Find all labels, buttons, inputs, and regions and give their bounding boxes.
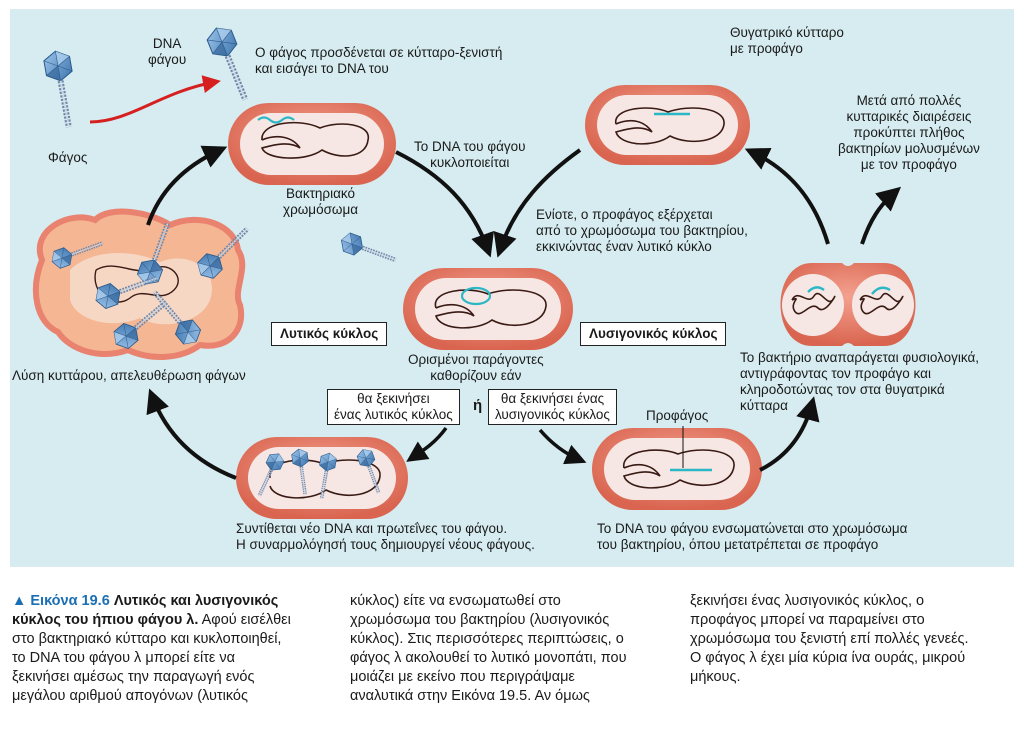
label-dna-phage: DNA φάγου (148, 36, 187, 67)
cell-circular-dna (403, 268, 573, 350)
label-bacterial-chromosome: Βακτηριακό χρωμόσωμα (283, 186, 359, 217)
cell-daughter-prophage (585, 85, 750, 165)
cell-infected (228, 103, 396, 185)
start-lytic-box: θα ξεκινήσει ένας λυτικός κύκλος (327, 389, 460, 425)
label-circularizes: Το DNA του φάγου κυκλοποιείται (414, 139, 526, 170)
caption-text-1: Αφού εισέλθει στο βακτηριακό κύτταρο και… (12, 612, 291, 704)
cell-prophage (592, 426, 762, 510)
arrow-many-divisions (860, 186, 902, 245)
arrow-division (744, 148, 830, 245)
label-reproduces: Το βακτήριο αναπαράγεται φυσιολογικά, αν… (740, 350, 980, 413)
arrow-excision (493, 148, 582, 258)
label-daughter-cell: Θυγατρικό κύτταρο με προφάγο (730, 25, 844, 56)
label-lysis: Λύση κυττάρου, απελευθέρωση φάγων (12, 368, 246, 383)
free-phage-icon (43, 49, 82, 129)
label-many-divisions: Μετά από πολλές κυτταρικές διαιρέσεις πρ… (838, 93, 980, 172)
arrow-to-lytic (406, 426, 448, 462)
label-attach: Ο φάγος προσδένεται σε κύτταρο-ξενιστή κ… (255, 45, 503, 76)
attached-phage-icon (204, 23, 257, 104)
injection-arrow (89, 75, 221, 124)
caption-col1: ▲ Εικόνα 19.6 Λυτικός και λυσιγονικός κύ… (12, 592, 330, 706)
arrow-new-phages-to-lysis (146, 388, 237, 480)
label-integration: Το DNA του φάγου ενσωματώνεται στο χρωμό… (597, 521, 908, 552)
lytic-cycle-box: Λυτικός κύκλος (271, 322, 388, 346)
cell-new-phages (236, 437, 408, 519)
cell-lysed (33, 208, 246, 360)
label-prophage: Προφάγος (646, 408, 709, 423)
start-lysogenic-box: θα ξεκινήσει ένας λυσιγονικός κύκλος (488, 389, 617, 425)
caption-col2: κύκλος) είτε να ενσωματωθεί στο χρωμόσωμ… (350, 593, 627, 704)
caption-col3: ξεκινήσει ένας λυσιγονικός κύκλος, ο προ… (690, 593, 969, 685)
figure-title: Λυτικός και λυσιγονικός κύκλος του ήπιου… (12, 593, 279, 628)
cell-dividing (780, 263, 916, 346)
arrow-reproduce (759, 396, 820, 472)
arrow-circularize (395, 150, 494, 258)
figure-number: ▲ Εικόνα 19.6 (12, 593, 110, 609)
label-factors: Ορισμένοι παράγοντες καθορίζουν εάν (408, 352, 544, 383)
arrow-lysis-to-infection (146, 145, 228, 226)
label-phage: Φάγος (48, 150, 88, 165)
label-excision: Ενίοτε, ο προφάγος εξέρχεται από το χρωμ… (536, 207, 748, 254)
label-synthesis: Συντίθεται νέο DNA και πρωτεΐνες του φάγ… (236, 521, 535, 552)
label-or: ή (473, 397, 483, 414)
lysogenic-cycle-box: Λυσιγονικός κύκλος (580, 322, 727, 346)
arrow-to-lysogenic (538, 428, 587, 465)
approaching-phage-icon (338, 231, 399, 269)
